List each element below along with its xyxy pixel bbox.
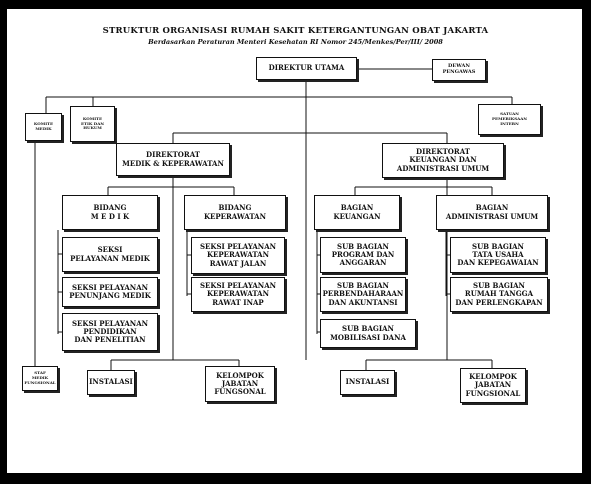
- box-label-line: INSTALASI: [345, 377, 390, 387]
- box-label-line: ADMINISTRASI UMUM: [445, 211, 539, 221]
- box-label-line: SUB BAGIAN: [337, 281, 389, 291]
- box-label-line: INTERN: [500, 120, 519, 126]
- box-label-line: HUKUM: [83, 125, 102, 131]
- box-label-line: SUB BAGIAN: [337, 241, 389, 251]
- box-label-line: PERBENDAHARAAN: [322, 289, 404, 299]
- box-label-line: TATA USAHA: [472, 249, 524, 259]
- box-label-line: KEUANGAN DAN: [409, 155, 477, 165]
- box-label-line: SUB BAGIAN: [342, 324, 394, 334]
- box-label-line: SEKSI PELAYANAN: [71, 318, 149, 328]
- box-label-line: ETIK DAN: [81, 120, 104, 126]
- box-label-line: DEWAN: [448, 63, 470, 70]
- box-label-line: KOMITE: [33, 121, 54, 127]
- box-label-line: DAN AKUNTANSI: [328, 297, 398, 307]
- box-label-line: SEKSI PELAYANAN: [71, 282, 149, 292]
- box-label-line: JABATAN: [221, 378, 259, 388]
- box-label-line: SEKSI: [97, 245, 123, 255]
- box-instalasi-right: INSTALASI: [340, 370, 395, 395]
- box-label-line: ADMINISTRASI UMUM: [396, 163, 490, 173]
- chart-title: STRUKTUR ORGANISASI RUMAH SAKIT KETERGAN…: [102, 26, 489, 36]
- box-label-line: FUNGSIONAL: [465, 388, 521, 398]
- box-label-line: SEKSI PELAYANAN: [199, 242, 277, 252]
- box-label-line: DIREKTUR UTAMA: [268, 63, 345, 73]
- box-label-line: PENGAWAS: [442, 69, 476, 75]
- box-label-line: SEKSI PELAYANAN: [199, 281, 277, 291]
- box-label-line: RAWAT JALAN: [209, 258, 267, 268]
- box-label-line: RAWAT INAP: [212, 297, 264, 307]
- box-label-line: MEDIK & KEPERAWATAN: [122, 158, 224, 168]
- box-label-line: INSTALASI: [89, 377, 133, 387]
- box-direktur-utama: DIREKTUR UTAMA: [256, 57, 357, 80]
- chart-subtitle: Berdasarkan Peraturan Menteri Kesehatan …: [148, 38, 443, 46]
- box-label-line: STAF: [34, 370, 46, 376]
- box-label-line: KEPERAWATAN: [206, 250, 270, 260]
- box-label-line: KELOMPOK: [469, 372, 517, 382]
- box-label-line: BIDANG: [93, 203, 127, 213]
- box-label-line: KEPERAWATAN: [203, 211, 267, 221]
- box-label-line: JABATAN: [474, 380, 512, 390]
- box-label-line: ANGGARAN: [339, 258, 387, 268]
- box-label-line: KEPERAWATAN: [206, 289, 270, 299]
- box-instalasi-left: INSTALASI: [87, 370, 135, 395]
- box-label-line: BAGIAN: [340, 203, 374, 213]
- box-label-line: DIREKTORAT: [146, 150, 200, 160]
- box-label-line: PENDIDIKAN: [83, 326, 137, 336]
- box-label-line: DAN PERLENGKAPAN: [455, 297, 543, 307]
- box-label-line: SATUAN: [500, 111, 519, 117]
- box-label-line: PELAYANAN MEDIK: [70, 253, 150, 263]
- box-label-line: FUNGSIONAL: [24, 379, 56, 385]
- box-label-line: PEMERIKSAAN: [492, 116, 527, 122]
- box-label-line: M E D I K: [90, 211, 130, 221]
- box-label-line: BAGIAN: [475, 203, 509, 213]
- box-label-line: DAN KEPEGAWAIAN: [457, 258, 539, 268]
- box-label-line: DIREKTORAT: [416, 147, 470, 157]
- box-label-line: SUB BAGIAN: [473, 281, 525, 291]
- box-label-line: KEUANGAN: [333, 211, 381, 221]
- box-label-line: MEDIK: [35, 126, 52, 131]
- box-label-line: MEDIK: [31, 375, 49, 381]
- box-label-line: KOMITE: [82, 115, 103, 121]
- box-label-line: BIDANG: [218, 203, 252, 213]
- box-label-line: PENUNJANG MEDIK: [69, 291, 151, 300]
- box-label-line: RUMAH TANGGA: [464, 289, 534, 299]
- box-label-line: SUB BAGIAN: [472, 241, 524, 251]
- box-label-line: KELOMPOK: [216, 370, 264, 380]
- box-label-line: DAN PENELITIAN: [74, 335, 146, 345]
- box-label-line: MOBILISASI DANA: [330, 332, 406, 342]
- box-label-line: FUNGSONAL: [214, 387, 266, 397]
- box-label-line: PROGRAM DAN: [331, 249, 395, 259]
